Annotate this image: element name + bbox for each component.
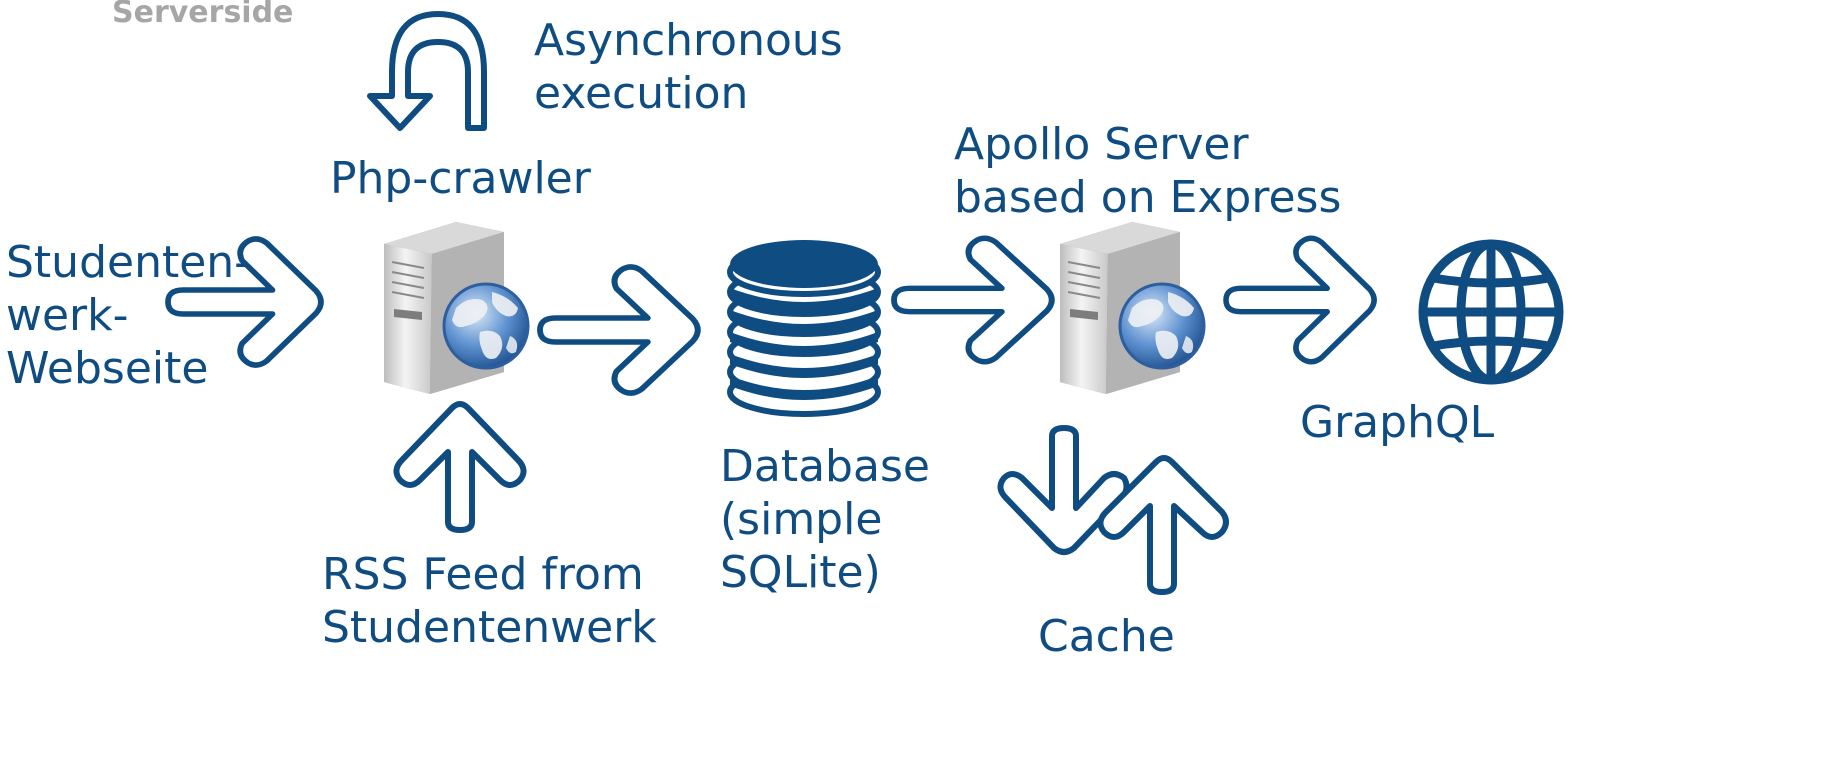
up-arrow-icon xyxy=(1097,455,1229,595)
source-label-line: werk- xyxy=(6,290,129,341)
cache-label: Cache xyxy=(1038,611,1175,662)
right-arrow-icon xyxy=(894,238,1052,361)
source-label-line: Studenten- xyxy=(6,237,251,288)
rss-label: RSS Feed from Studentenwerk xyxy=(322,548,657,654)
server-globe-icon xyxy=(383,221,530,395)
u-turn-arrow-icon xyxy=(367,11,487,131)
globe-icon xyxy=(1418,239,1564,385)
rss-label-line: Studentenwerk xyxy=(322,602,657,653)
section-header: Serverside xyxy=(112,0,294,30)
database-label: Database (simple SQLite) xyxy=(720,440,930,599)
database-label-line: (simple xyxy=(720,494,883,545)
async-label: Asynchronous execution xyxy=(534,14,843,120)
apollo-label: Apollo Server based on Express xyxy=(954,118,1341,224)
async-label-line: execution xyxy=(534,68,749,119)
apollo-label-line: based on Express xyxy=(954,172,1342,223)
rss-label-line: RSS Feed from xyxy=(322,549,644,600)
crawler-label: Php-crawler xyxy=(330,153,591,204)
apollo-label-line: Apollo Server xyxy=(954,119,1249,170)
database-label-line: SQLite) xyxy=(720,547,881,598)
database-label-line: Database xyxy=(720,441,930,492)
source-label-line: Webseite xyxy=(6,343,209,394)
server-globe-icon xyxy=(1059,221,1206,395)
right-arrow-icon xyxy=(1226,238,1374,361)
database-icon xyxy=(727,240,881,417)
async-label-line: Asynchronous xyxy=(534,15,843,66)
up-arrow-icon xyxy=(393,401,527,533)
right-arrow-icon xyxy=(540,267,698,393)
graphql-label: GraphQL xyxy=(1300,397,1495,448)
source-label: Studenten- werk- Webseite xyxy=(6,236,250,395)
